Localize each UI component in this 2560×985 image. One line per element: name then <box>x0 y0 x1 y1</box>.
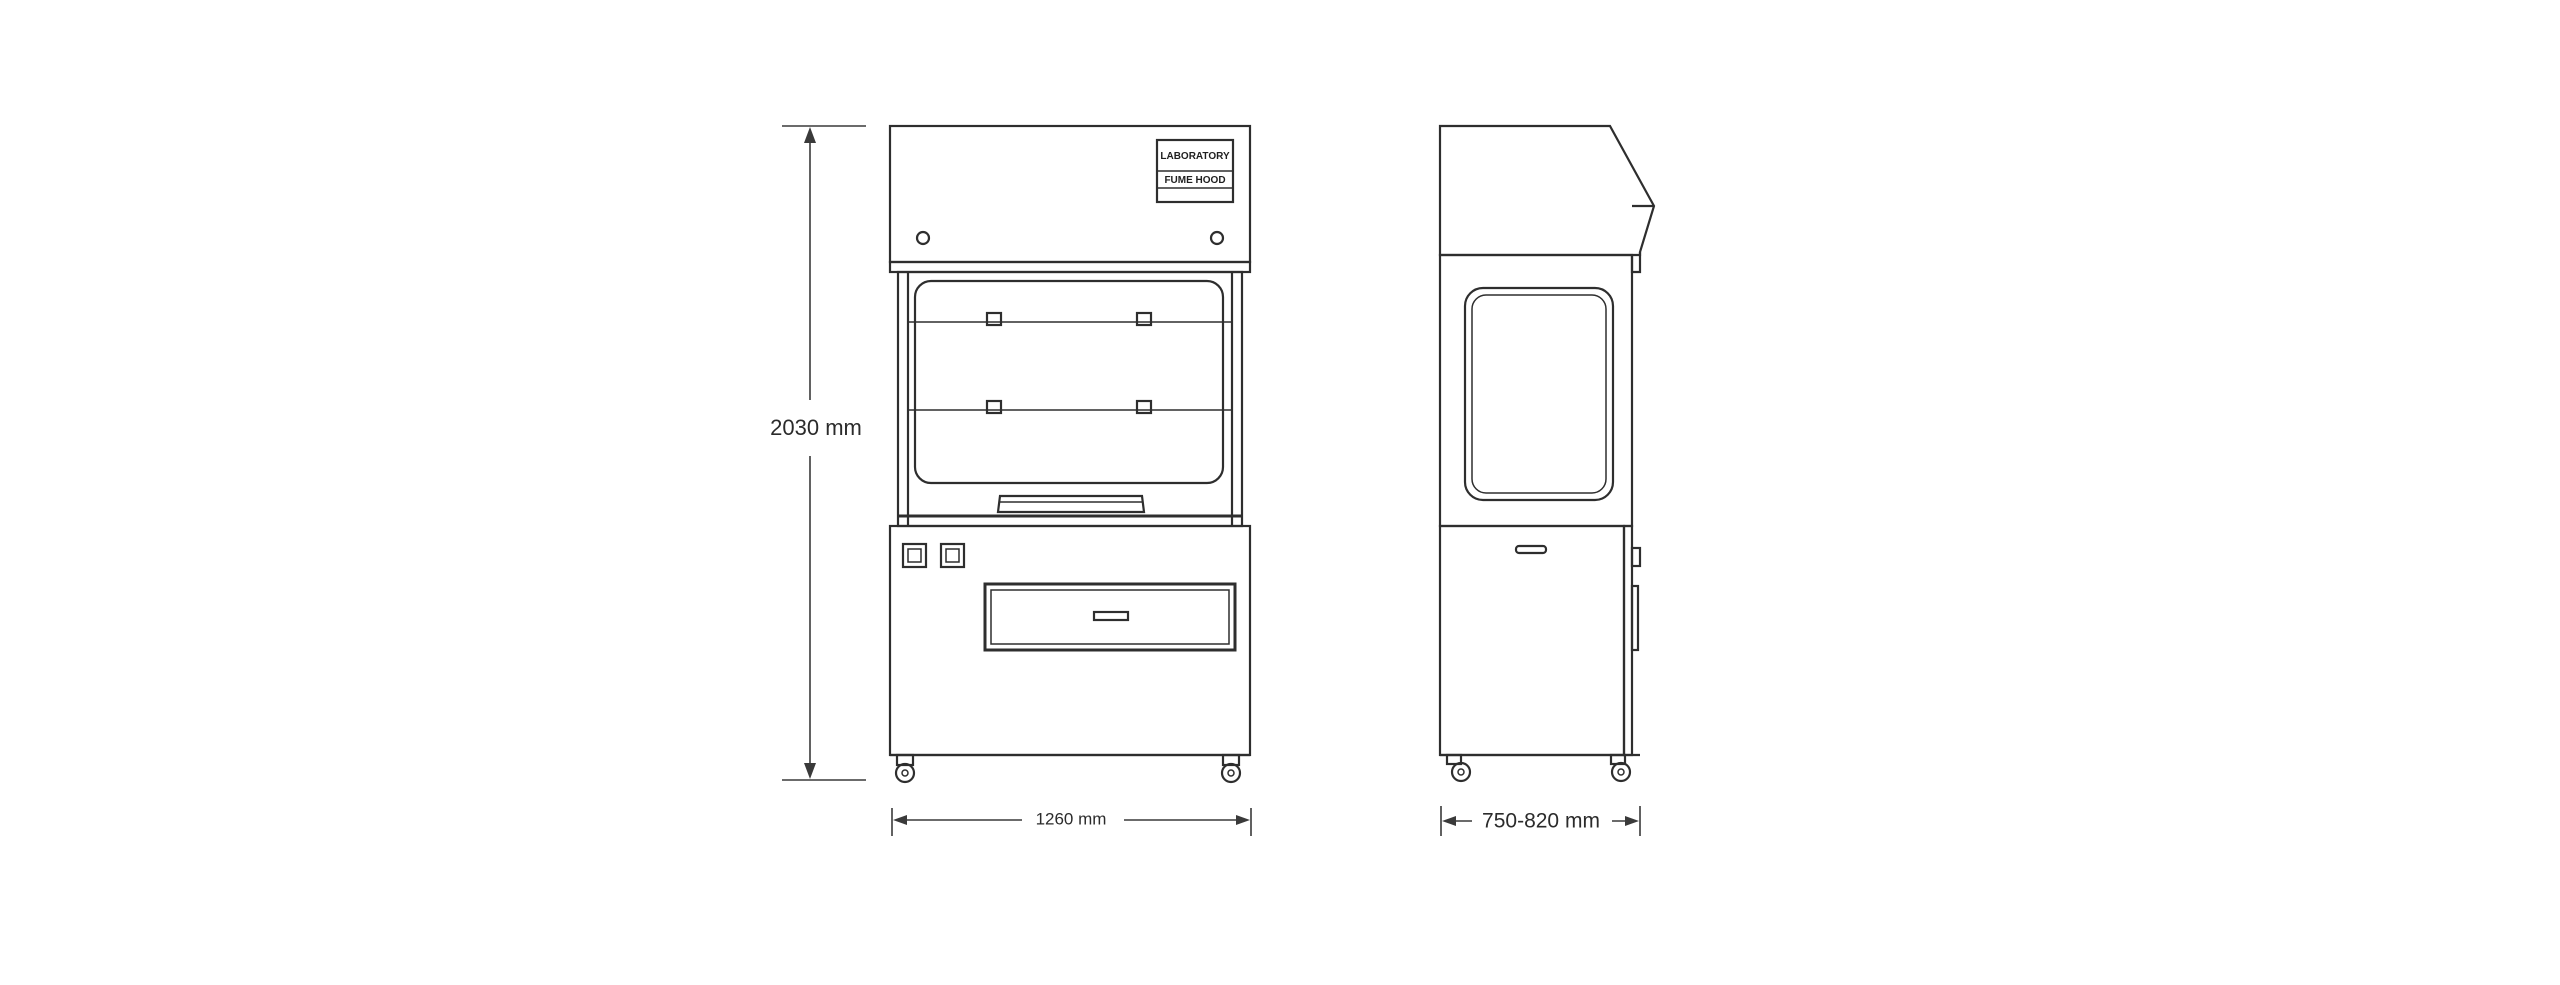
height-dimension-label: 2030 mm <box>770 415 862 440</box>
caster-hub-right <box>1227 769 1235 777</box>
side-caster-right <box>1609 753 1632 783</box>
sash-clip-lower-left <box>985 399 1003 415</box>
depth-arrow-left <box>1442 816 1456 826</box>
indicator-light-left <box>915 230 931 246</box>
drawer-handle <box>1092 610 1130 622</box>
side-caster-hub-right <box>1617 768 1625 776</box>
width-arrow-right <box>1236 815 1250 825</box>
height-dimension: 2030 mm <box>770 125 866 781</box>
control-switch-1 <box>901 542 928 569</box>
sash-clip-upper-right <box>1135 311 1153 327</box>
side-lower-cabinet <box>1438 524 1626 757</box>
sash-clip-upper-left <box>985 311 1003 327</box>
height-arrow-top <box>804 127 816 143</box>
label-plate-line2: FUME HOOD <box>1164 175 1225 186</box>
side-window-outer <box>1463 286 1615 502</box>
sash-outer-frame <box>896 270 1244 528</box>
front-label-plate: LABORATORY FUME HOOD <box>1155 138 1235 204</box>
front-lower-cabinet <box>888 524 1252 757</box>
front-header-ledge <box>888 260 1252 274</box>
control-switch-2-inner <box>945 548 960 563</box>
side-caster-hub-left <box>1457 768 1465 776</box>
caster-hub-left <box>901 769 909 777</box>
caster-wheel-right <box>1220 762 1242 784</box>
side-front-edge <box>1622 524 1634 757</box>
control-switch-1-inner <box>907 548 922 563</box>
width-arrow-left <box>893 815 907 825</box>
sash-clip-lower-right <box>1135 399 1153 415</box>
depth-dimension: 750-820 mm <box>1440 806 1641 836</box>
sash-glass-window <box>913 279 1225 485</box>
side-handle <box>1514 544 1548 555</box>
side-drawer-protrusion <box>1630 584 1640 652</box>
front-caster-right <box>1220 753 1242 784</box>
side-switch-protrusion <box>1630 546 1642 568</box>
caster-wheel-left <box>894 762 916 784</box>
front-view: LABORATORY FUME HOOD <box>888 124 1252 784</box>
side-view <box>1438 124 1656 783</box>
label-plate-line1: LABORATORY <box>1160 151 1230 162</box>
side-caster-wheel-left <box>1450 761 1472 783</box>
depth-arrow-right <box>1625 816 1639 826</box>
indicator-light-right <box>1209 230 1225 246</box>
front-caster-left <box>894 753 916 784</box>
width-dimension: 1260 mm <box>891 808 1252 836</box>
height-arrow-bottom <box>804 763 816 779</box>
front-header-panel <box>888 124 1252 264</box>
control-switch-2 <box>939 542 966 569</box>
cabinet-drawer <box>983 582 1237 652</box>
sash-handle <box>996 494 1146 514</box>
cabinet-drawer-inner <box>990 589 1230 645</box>
side-caster-wheel-right <box>1610 761 1632 783</box>
side-caster-left <box>1445 753 1472 783</box>
width-dimension-label: 1260 mm <box>1036 809 1107 828</box>
side-top-section <box>1438 124 1656 257</box>
side-caster-mount-left <box>1445 753 1463 766</box>
depth-dimension-label: 750-820 mm <box>1482 810 1600 833</box>
side-window-inner <box>1471 294 1607 494</box>
